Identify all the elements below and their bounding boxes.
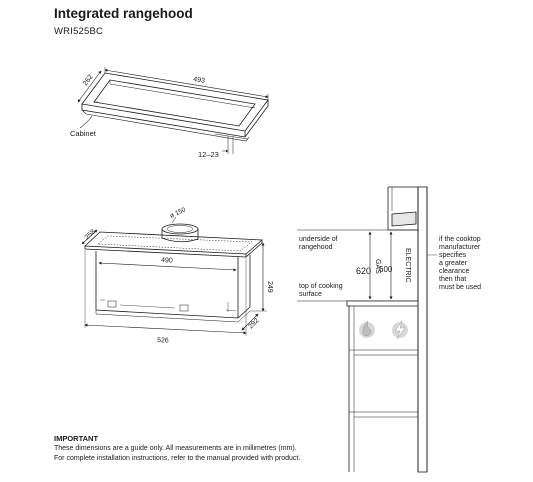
clearance-note: if the cooktop manufacturer specifies a … — [439, 236, 481, 291]
unit-front-depth-label: 292 — [247, 317, 260, 330]
electric-label: ELECTRIC — [404, 248, 411, 283]
clearance-note-line: if the cooktop — [439, 236, 481, 243]
duct-diameter-label: ø 150 — [169, 206, 187, 220]
cabinet-label: Cabinet — [70, 129, 97, 138]
footer-heading: IMPORTANT — [54, 434, 99, 443]
model-number: WRI525BC — [54, 26, 104, 37]
cutout-width-label: 493 — [193, 76, 206, 85]
unit-inner-width-label: 490 — [161, 257, 173, 265]
cutout-depth-label: 262 — [82, 74, 95, 88]
unit-body — [95, 251, 239, 319]
clearance-note-line: a greater — [439, 260, 468, 267]
gas-value: 620 — [356, 266, 371, 276]
footer-line-1: These dimensions are a guide only. All m… — [54, 445, 297, 452]
cooktop-label-line1: top of cooking — [299, 283, 343, 290]
gas-label: GAS — [374, 259, 381, 274]
clearance-note-line: manufacturer — [439, 244, 481, 251]
footer-line-2: For complete installation instructions, … — [54, 455, 301, 462]
wall — [417, 186, 428, 473]
rangehood-unit-diagram — [81, 216, 267, 336]
electric-bolt-icon — [392, 320, 408, 340]
underside-label-line1: underside of — [299, 236, 338, 243]
clearance-note-line: specifies — [439, 252, 467, 259]
cabinet-thickness-label: 12–23 — [198, 150, 219, 159]
clearance-diagram — [297, 186, 437, 473]
page-title: Integrated rangehood — [54, 6, 193, 21]
unit-outer-width-label: 526 — [157, 337, 169, 345]
unit-height-label: 249 — [266, 281, 273, 293]
clearance-note-line: must be used — [439, 284, 481, 291]
cutout-diagram — [77, 67, 269, 154]
unit-depth-label: 258 — [84, 228, 97, 241]
rangehood-in-cabinet — [391, 211, 417, 227]
clearance-note-line: clearance — [439, 268, 469, 275]
cooktop-surface — [346, 300, 419, 307]
gas-flame-icon — [359, 320, 375, 338]
cooktop-label-line2: surface — [299, 291, 322, 298]
clearance-note-line: then that — [439, 276, 466, 283]
electric-value: 600 — [379, 265, 393, 274]
underside-label-line2: rangehood — [299, 244, 333, 251]
